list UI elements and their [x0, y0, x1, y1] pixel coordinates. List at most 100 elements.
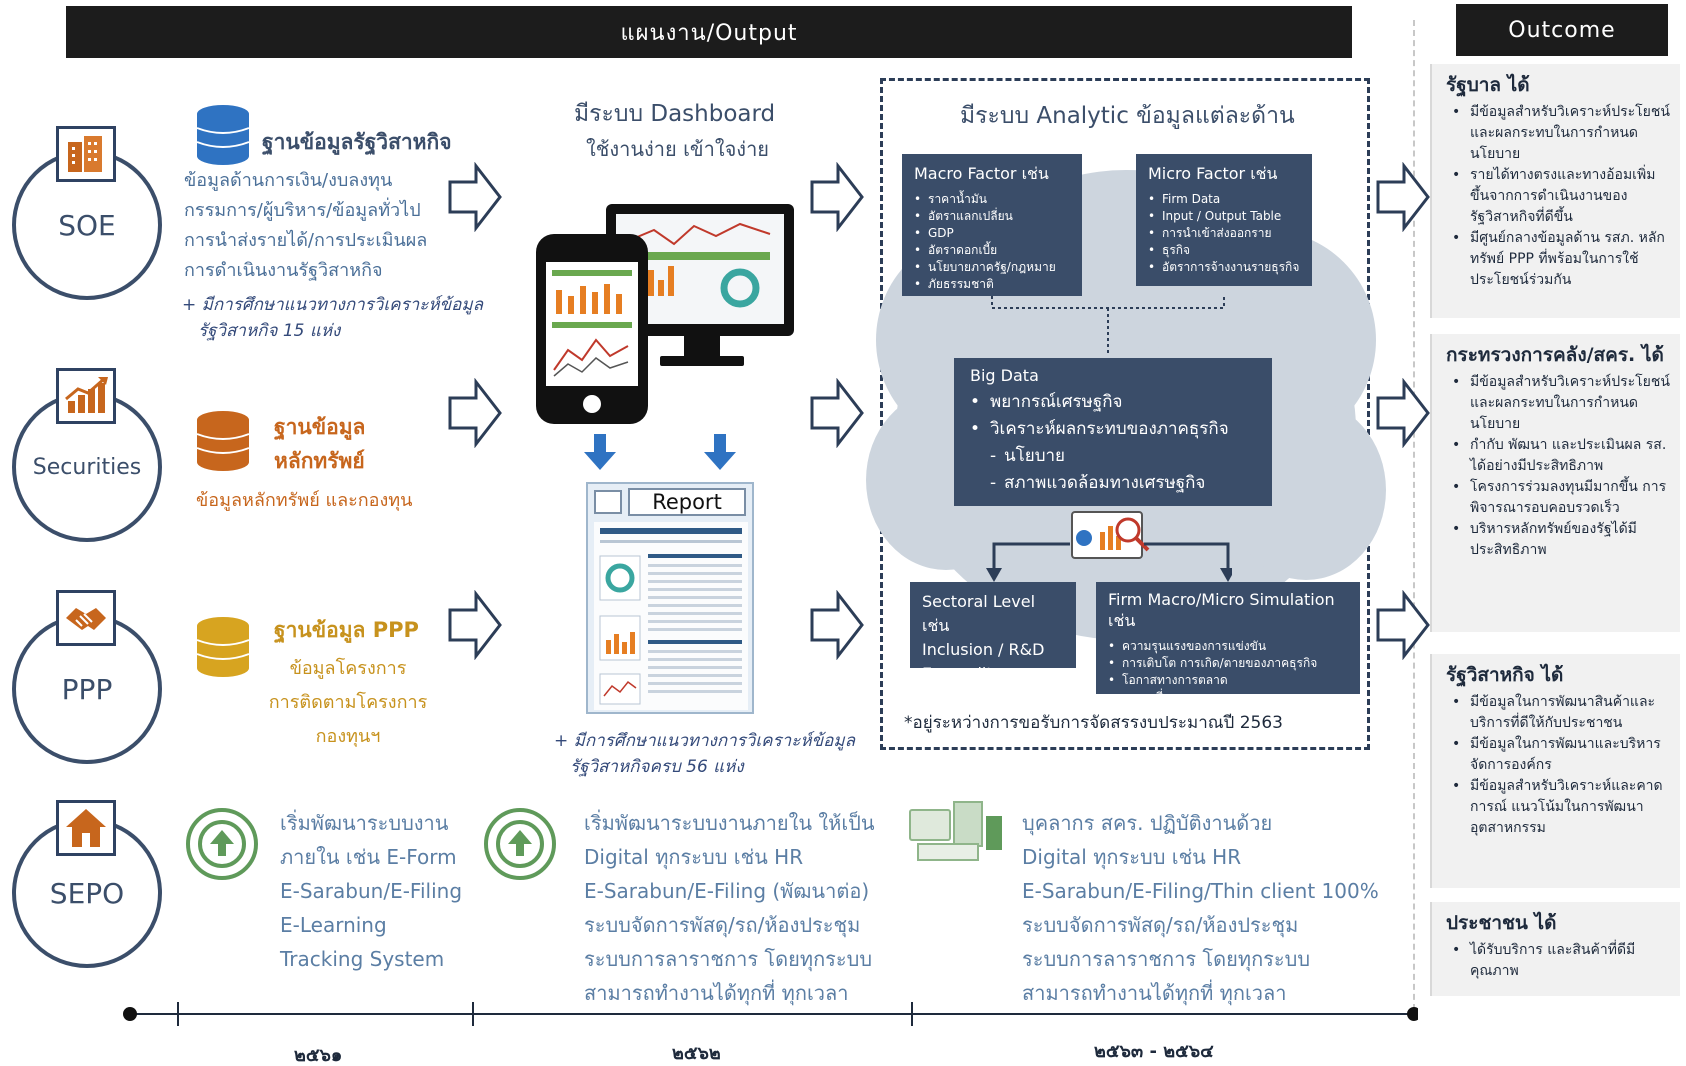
- report-title-box: Report: [628, 488, 746, 516]
- micro-factor-item: การนำเข้าส่งออกราย: [1148, 225, 1300, 242]
- sepo-2561-line: E-Sarabun/E-Filing: [280, 879, 463, 903]
- right-arrow-icon: [448, 590, 502, 660]
- sepo-2562-line: เริ่มพัฒนาระบบงานภายใน ให้เป็น: [584, 811, 875, 835]
- home-icon: [56, 800, 116, 856]
- building-icon: [56, 126, 116, 182]
- sepo-2562-text: เริ่มพัฒนาระบบงานภายใน ให้เป็น Digital ท…: [584, 806, 875, 1010]
- right-arrow-icon: [810, 378, 864, 448]
- soe-db-title: ฐานข้อมูลรัฐวิสาหกิจ: [262, 130, 452, 154]
- analytics-magnifier-icon: [1071, 511, 1150, 559]
- firm-simulation-item: การเติบโต การเกิด/ตายของภาคธุรกิจ: [1108, 655, 1348, 672]
- securities-title-line2: หลักทรัพย์: [274, 449, 365, 473]
- micro-factor-head: Micro Factor เช่น: [1148, 164, 1278, 183]
- outcome-ministry: กระทรวงการคลัง/สคร. ได้ มีข้อมูลสำหรับวิ…: [1430, 334, 1680, 632]
- macro-factor-item: ภัยธรรมชาติ: [914, 276, 1070, 293]
- outcome-item: โครงการร่วมลงทุนมีมากขึ้น การพิจารณารอบค…: [1446, 477, 1670, 519]
- firm-simulation-head: Firm Macro/Micro Simulation เช่น: [1108, 590, 1335, 630]
- soe-desc-line: ข้อมูลด้านการเงิน/งบลงทุน: [184, 170, 393, 191]
- year-2561: ๒๕๖๑: [294, 1045, 343, 1066]
- plan-header: แผนงาน/Output: [66, 6, 1352, 58]
- big-data-subitem: นโยบาย: [970, 443, 1260, 470]
- outcome-item: มีข้อมูลสำหรับวิเคราะห์ประโยชน์และผลกระท…: [1446, 102, 1670, 165]
- right-arrow-icon: [1376, 378, 1430, 448]
- firm-simulation-item: ความรุนแรงของการแข่งขัน: [1108, 638, 1348, 655]
- sepo-2563-text: บุคลากร สคร. ปฏิบัติงานด้วย Digital ทุกร…: [1022, 806, 1379, 1010]
- macro-factor-item: GDP: [914, 225, 1070, 242]
- firm-simulation-box: Firm Macro/Micro Simulation เช่น ความรุน…: [1096, 582, 1360, 706]
- sepo-2563-line: สามารถทำงานได้ทุกที่ ทุกเวลา: [1022, 981, 1287, 1005]
- macro-factor-box: Macro Factor เช่น ราคาน้ำมัน อัตราแลกเปล…: [902, 154, 1082, 296]
- outcome-ministry-head: กระทรวงการคลัง/สคร. ได้: [1446, 344, 1664, 366]
- ppp-db-title: ฐานข้อมูล PPP: [274, 618, 419, 642]
- sepo-2561-text: เริ่มพัฒนาระบบงาน ภายใน เช่น E-Form E-Sa…: [280, 806, 462, 976]
- sepo-2562-line: สามารถทำงานได้ทุกที่ ทุกเวลา: [584, 981, 849, 1005]
- soe-desc-line: กรรมการ/ผู้บริหาร/ข้อมูลทั่วไป: [184, 200, 421, 221]
- sepo-2562-line: ระบบการลาราชการ โดยทุกระบบ: [584, 947, 873, 971]
- branch-arrows: [986, 542, 1232, 582]
- securities-db-title: ฐานข้อมูล หลักทรัพย์: [274, 410, 365, 478]
- dashboard-title: มีระบบ Dashboard: [574, 101, 776, 127]
- micro-factor-item: Firm Data: [1148, 191, 1300, 208]
- outcome-item: มีข้อมูลสำหรับวิเคราะห์และคาดการณ์ แนวโน…: [1446, 776, 1670, 839]
- big-data-head: Big Data: [970, 366, 1039, 385]
- category-ppp-label: PPP: [61, 672, 113, 706]
- database-blue-icon: [196, 104, 250, 166]
- soe-note-line2: รัฐวิสาหกิจ 15 แห่ง: [198, 321, 341, 341]
- soe-note-line1: + มีการศึกษาแนวทางการวิเคราะห์ข้อมูล: [182, 295, 484, 315]
- dashboard-note-line2: รัฐวิสาหกิจครบ 56 แห่ง: [570, 757, 744, 777]
- sepo-2562-line: E-Sarabun/E-Filing (พัฒนาต่อ): [584, 879, 870, 903]
- outcome-item: มีข้อมูลในการพัฒนาสินค้าและบริการที่ดีให…: [1446, 692, 1670, 734]
- outcome-public: ประชาชน ได้ ได้รับบริการ และสินค้าที่ดีม…: [1430, 902, 1680, 996]
- dashboard-study-note: + มีการศึกษาแนวทางการวิเคราะห์ข้อมูล รัฐ…: [554, 728, 855, 780]
- right-arrow-icon: [1376, 162, 1430, 232]
- right-arrow-icon: [810, 162, 864, 232]
- down-arrow-icon: [704, 434, 736, 470]
- micro-factor-item: อัตราการจ้างงานรายธุรกิจ: [1148, 259, 1300, 276]
- macro-factor-item: อัตราดอกเบี้ย: [914, 242, 1070, 259]
- sepo-2563-line: บุคลากร สคร. ปฏิบัติงานด้วย: [1022, 811, 1273, 835]
- micro-factor-item: Input / Output Table: [1148, 208, 1300, 225]
- category-soe: SOE: [12, 150, 162, 300]
- sepo-2563-line: ระบบการลาราชการ โดยทุกระบบ: [1022, 947, 1311, 971]
- ppp-desc-line: ข้อมูลโครงการ: [289, 658, 407, 679]
- database-gold-icon: [196, 616, 250, 678]
- category-securities-label: Securities: [32, 454, 142, 480]
- sectoral-line: Inclusion / R&D: [922, 640, 1045, 659]
- upload-circle-icon: [484, 808, 556, 880]
- sepo-2561-line: เริ่มพัฒนาระบบงาน: [280, 811, 449, 835]
- outcome-item: บริหารหลักทรัพย์ของรัฐได้มีประสิทธิภาพ: [1446, 519, 1670, 561]
- outcome-header-label: Outcome: [1508, 17, 1616, 43]
- micro-factor-item: ธุรกิจ: [1148, 242, 1300, 259]
- report-document: Report: [586, 482, 754, 714]
- report-page-illustration: [594, 522, 748, 710]
- dashboard-devices-illustration: [536, 204, 794, 424]
- sepo-2563-line: ระบบจัดการพัสดุ/รถ/ห้องประชุม: [1022, 913, 1299, 937]
- outcome-item: รายได้ทางตรงและทางอ้อมเพิ่มขึ้นจากการดำเ…: [1446, 165, 1670, 228]
- right-arrow-icon: [1376, 590, 1430, 660]
- timeline: [123, 1002, 1418, 1026]
- big-data-item: วิเคราะห์ผลกระทบของภาคธุรกิจ: [970, 416, 1260, 443]
- factor-connectors: [991, 296, 1225, 356]
- big-data-item: พยากรณ์เศรษฐกิจ: [970, 389, 1260, 416]
- sepo-2561-line: ภายใน เช่น E-Form: [280, 845, 457, 869]
- soe-desc-line: การนำส่งรายได้/การประเมินผล: [184, 230, 428, 251]
- outcome-item: มีข้อมูลในการพัฒนาและบริหารจัดการองค์กร: [1446, 734, 1670, 776]
- ppp-desc-line: กองทุนฯ: [315, 726, 381, 747]
- year-2562: ๒๕๖๒: [672, 1043, 721, 1064]
- outcome-government: รัฐบาล ได้ มีข้อมูลสำหรับวิเคราะห์ประโยช…: [1430, 64, 1680, 318]
- firm-simulation-item: โอกาสทางการตลาด: [1108, 672, 1348, 689]
- database-orange-icon: [196, 410, 250, 472]
- ppp-desc-line: การติดตามโครงการ: [268, 692, 428, 713]
- firm-simulation-item: ความเสี่ยง: [1108, 689, 1348, 706]
- outcome-item: มีข้อมูลสำหรับวิเคราะห์ประโยชน์ และผลกระ…: [1446, 372, 1670, 435]
- right-arrow-icon: [448, 378, 502, 448]
- sepo-2561-line: E-Learning: [280, 913, 387, 937]
- sepo-2562-line: Digital ทุกระบบ เช่น HR: [584, 845, 804, 869]
- analytic-title: มีระบบ Analytic ข้อมูลแต่ละด้าน: [960, 103, 1295, 129]
- macro-factor-item: นโยบายภาครัฐ/กฎหมาย: [914, 259, 1070, 276]
- sepo-2562-line: ระบบจัดการพัสดุ/รถ/ห้องประชุม: [584, 913, 861, 937]
- soe-desc: ข้อมูลด้านการเงิน/งบลงทุน กรรมการ/ผู้บริ…: [184, 166, 427, 286]
- analytic-box: [880, 78, 1370, 750]
- outcome-separator: [1413, 20, 1415, 1020]
- sepo-2561-line: Tracking System: [280, 947, 445, 971]
